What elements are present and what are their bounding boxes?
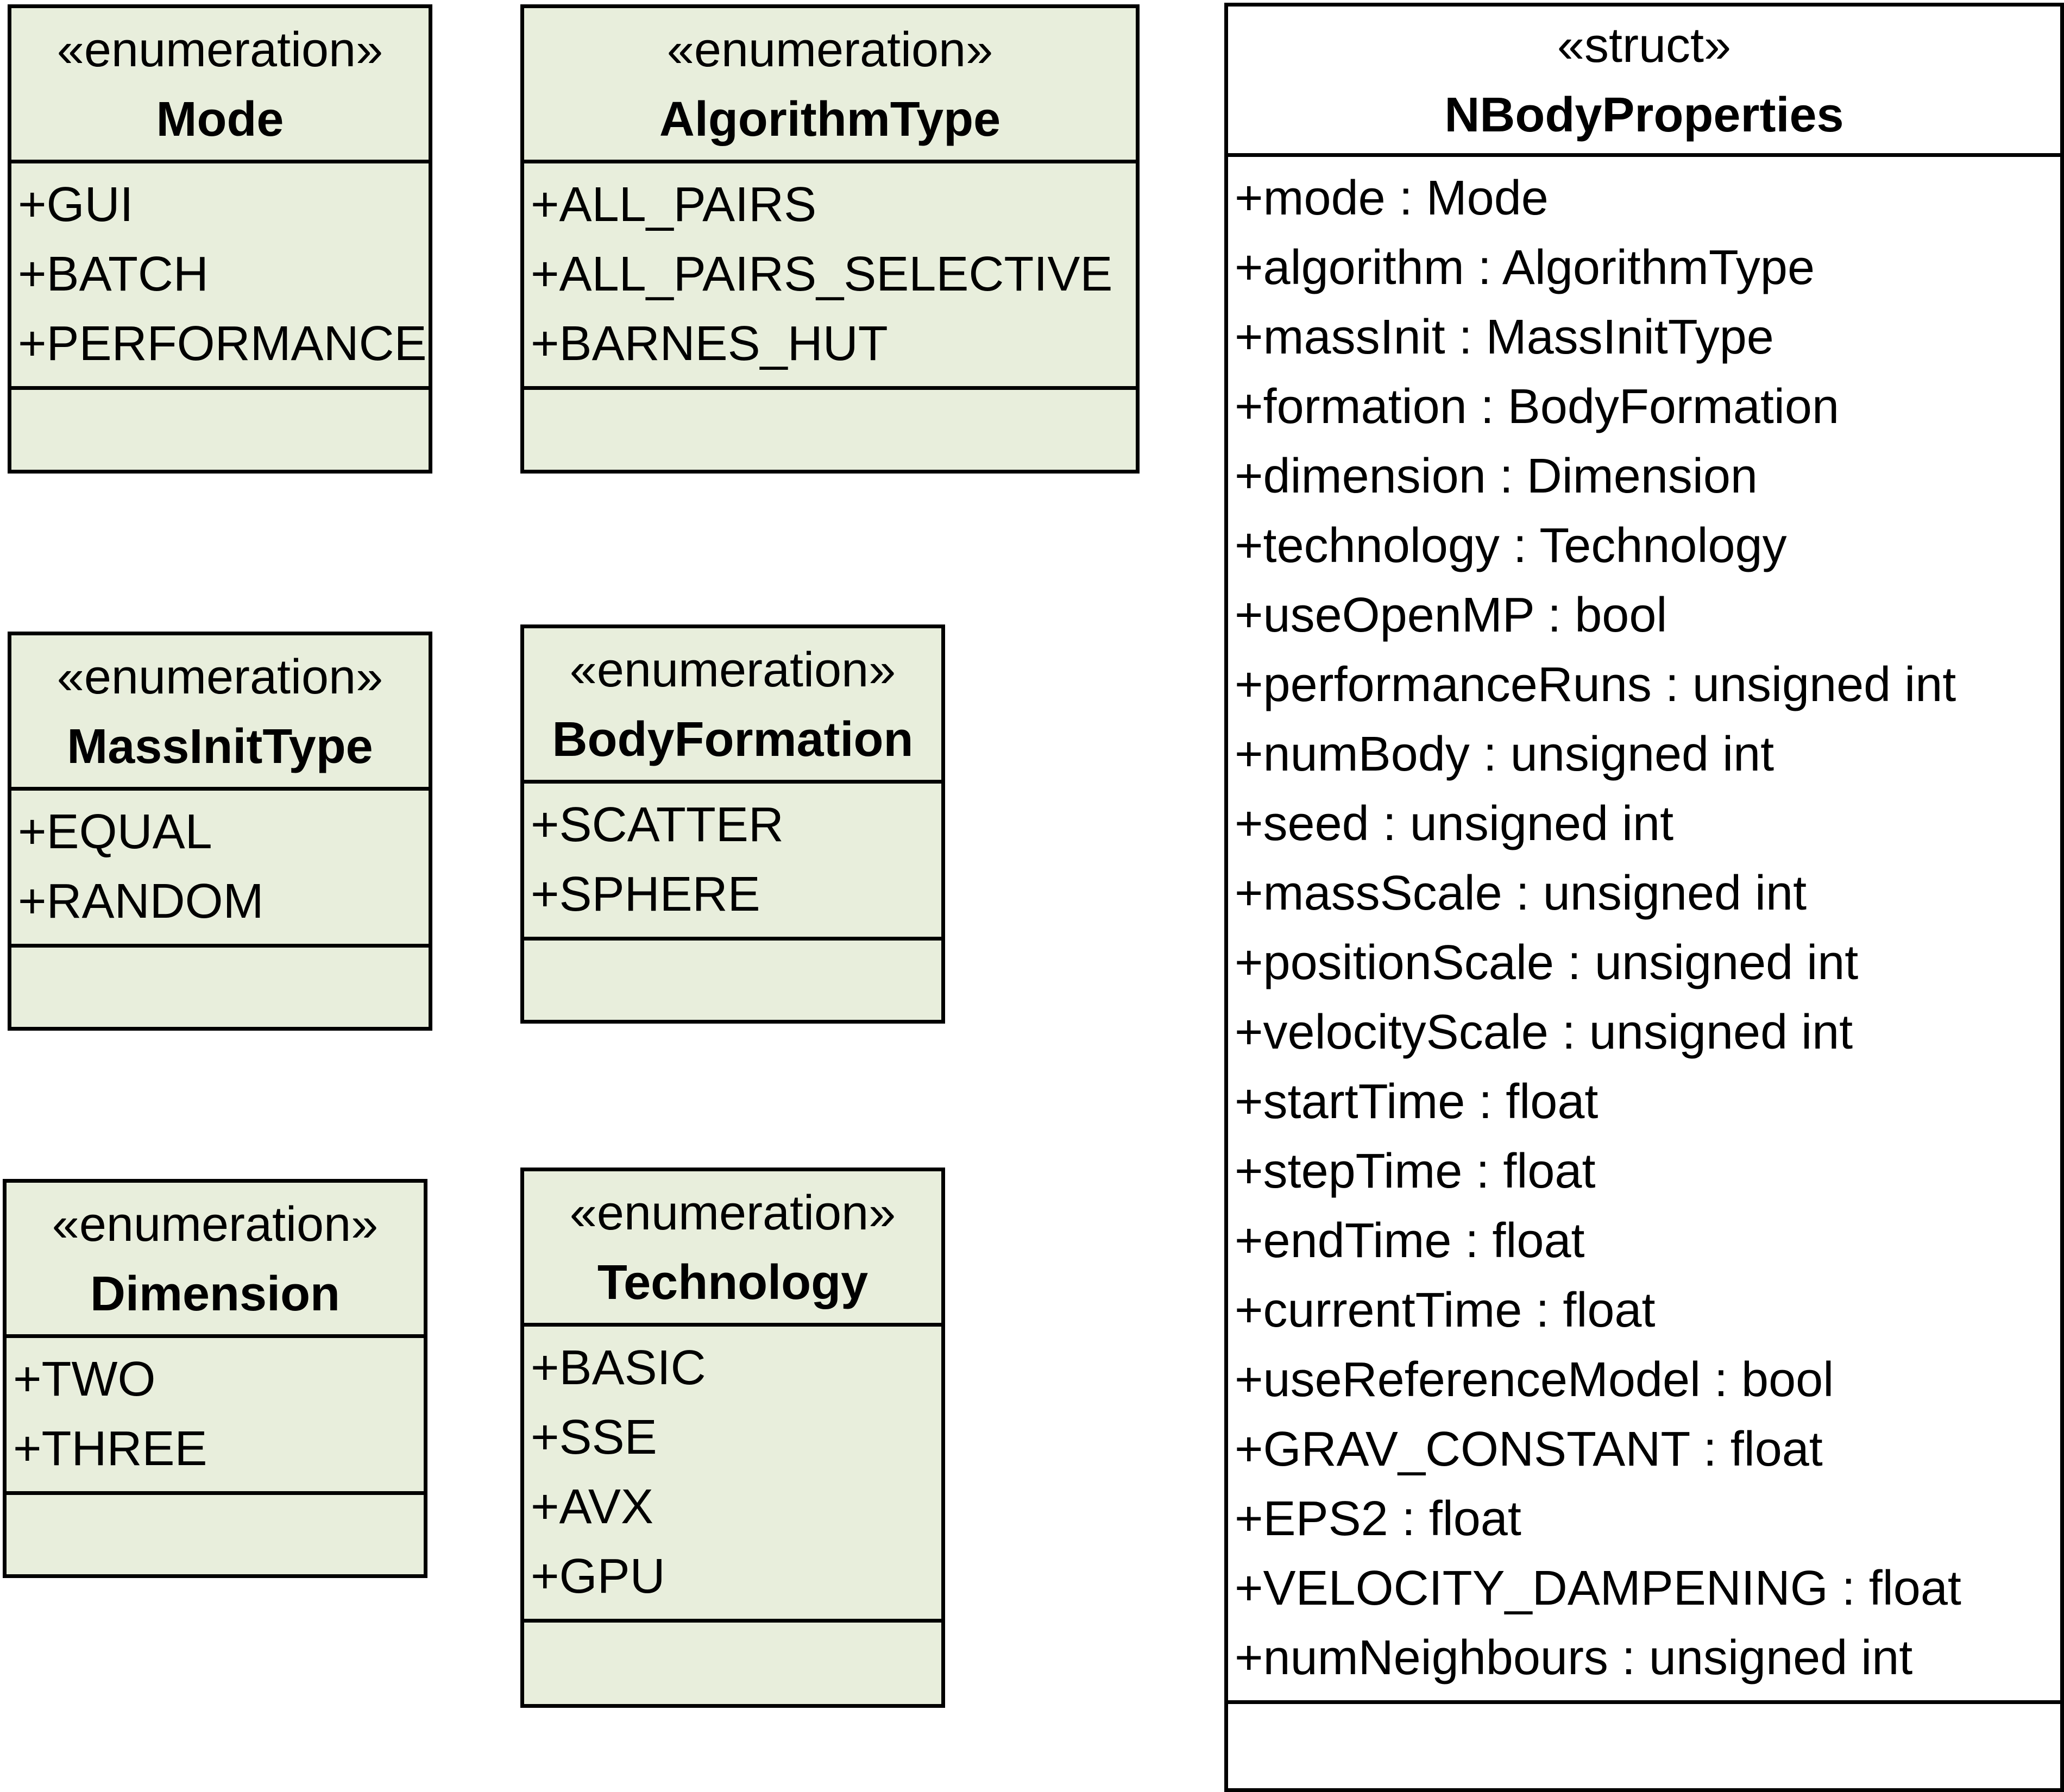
enum-dimension-header: «enumeration» Dimension [7,1183,424,1338]
enum-algorithmtype-attributes: +ALL_PAIRS +ALL_PAIRS_SELECTIVE +BARNES_… [524,163,1136,390]
struct-nbodyproperties-box: «struct» NBodyProperties +mode : Mode +a… [1224,3,2064,1792]
enum-technology-operations [524,1623,941,1704]
enum-massinittype-name: MassInitType [67,719,373,774]
struct-nbodyproperties-stereotype: «struct» [1557,18,1732,73]
enum-technology-attributes: +BASIC +SSE +AVX +GPU [524,1327,941,1623]
enum-dimension-name: Dimension [90,1266,341,1321]
enum-massinittype-literal: +EQUAL [18,805,212,859]
enum-bodyformation-literal: +SPHERE [531,867,760,922]
struct-attribute: +stepTime : float [1235,1144,1596,1198]
enum-algorithmtype-literal: +BARNES_HUT [531,317,888,371]
enum-dimension-stereotype: «enumeration» [52,1197,379,1252]
struct-attribute: +positionScale : unsigned int [1235,936,1859,990]
enum-mode-name: Mode [156,92,284,147]
enum-mode-stereotype: «enumeration» [56,22,383,77]
struct-attribute: +useReferenceModel : bool [1235,1353,1834,1407]
enum-mode-literal: +PERFORMANCE [18,317,427,371]
enum-technology-literal: +AVX [531,1480,653,1534]
struct-attribute: +GRAV_CONSTANT : float [1235,1422,1823,1476]
struct-attribute: +seed : unsigned int [1235,797,1674,851]
enum-massinittype-header: «enumeration» MassInitType [11,635,429,791]
struct-attribute: +currentTime : float [1235,1283,1656,1337]
enum-technology-literal: +BASIC [531,1341,706,1395]
struct-attribute: +massScale : unsigned int [1235,866,1807,920]
struct-attribute: +EPS2 : float [1235,1492,1521,1546]
enum-algorithmtype-header: «enumeration» AlgorithmType [524,8,1136,163]
struct-attribute: +technology : Technology [1235,519,1787,573]
enum-bodyformation-header: «enumeration» BodyFormation [524,628,941,784]
enum-dimension-attributes: +TWO +THREE [7,1338,424,1495]
enum-massinittype-attributes: +EQUAL +RANDOM [11,791,429,948]
enum-bodyformation-name: BodyFormation [552,712,914,767]
enum-algorithmtype-stereotype: «enumeration» [666,22,993,77]
struct-attribute: +massInit : MassInitType [1235,310,1774,364]
enum-bodyformation-attributes: +SCATTER +SPHERE [524,784,941,941]
struct-attribute: +endTime : float [1235,1214,1585,1268]
struct-attribute: +algorithm : AlgorithmType [1235,241,1815,295]
enum-mode-header: «enumeration» Mode [11,8,429,163]
enum-bodyformation-stereotype: «enumeration» [569,642,896,697]
struct-attribute: +VELOCITY_DAMPENING : float [1235,1561,1961,1616]
enum-mode-operations [11,390,429,470]
struct-nbodyproperties-attributes: +mode : Mode +algorithm : AlgorithmType … [1228,157,2060,1704]
enum-bodyformation-literal: +SCATTER [531,798,784,852]
struct-nbodyproperties-name: NBodyProperties [1444,88,1844,142]
struct-attribute: +velocityScale : unsigned int [1235,1005,1853,1059]
struct-attribute: +useOpenMP : bool [1235,588,1667,642]
enum-bodyformation-box: «enumeration» BodyFormation +SCATTER +SP… [520,624,945,1024]
enum-mode-box: «enumeration» Mode +GUI +BATCH +PERFORMA… [8,4,432,474]
struct-attribute: +mode : Mode [1235,171,1549,225]
struct-nbodyproperties-operations [1228,1704,2060,1791]
struct-nbodyproperties-header: «struct» NBodyProperties [1228,7,2060,157]
enum-technology-name: Technology [597,1255,869,1310]
enum-technology-literal: +SSE [531,1410,657,1465]
enum-algorithmtype-name: AlgorithmType [659,92,1001,147]
struct-attribute: +formation : BodyFormation [1235,380,1840,434]
enum-technology-literal: +GPU [531,1549,665,1604]
enum-dimension-operations [7,1495,424,1574]
enum-mode-attributes: +GUI +BATCH +PERFORMANCE [11,163,429,390]
enum-massinittype-literal: +RANDOM [18,874,264,929]
enum-algorithmtype-literal: +ALL_PAIRS_SELECTIVE [531,247,1113,301]
enum-algorithmtype-box: «enumeration» AlgorithmType +ALL_PAIRS +… [520,4,1140,474]
struct-attribute: +performanceRuns : unsigned int [1235,658,1956,712]
struct-attribute: +dimension : Dimension [1235,449,1758,503]
enum-massinittype-box: «enumeration» MassInitType +EQUAL +RANDO… [8,632,432,1031]
enum-mode-literal: +GUI [18,178,134,232]
enum-algorithmtype-operations [524,390,1136,470]
enum-dimension-literal: +TWO [13,1352,156,1406]
enum-technology-stereotype: «enumeration» [569,1185,896,1240]
enum-massinittype-operations [11,948,429,1027]
enum-dimension-literal: +THREE [13,1422,207,1476]
enum-mode-literal: +BATCH [18,247,209,301]
enum-algorithmtype-literal: +ALL_PAIRS [531,178,817,232]
enum-technology-header: «enumeration» Technology [524,1171,941,1327]
struct-attribute: +startTime : float [1235,1075,1599,1129]
struct-attribute: +numBody : unsigned int [1235,727,1774,781]
enum-technology-box: «enumeration» Technology +BASIC +SSE +AV… [520,1168,945,1708]
enum-bodyformation-operations [524,941,941,1020]
enum-dimension-box: «enumeration» Dimension +TWO +THREE [3,1179,427,1578]
enum-massinittype-stereotype: «enumeration» [56,649,383,704]
struct-attribute: +numNeighbours : unsigned int [1235,1631,1913,1685]
